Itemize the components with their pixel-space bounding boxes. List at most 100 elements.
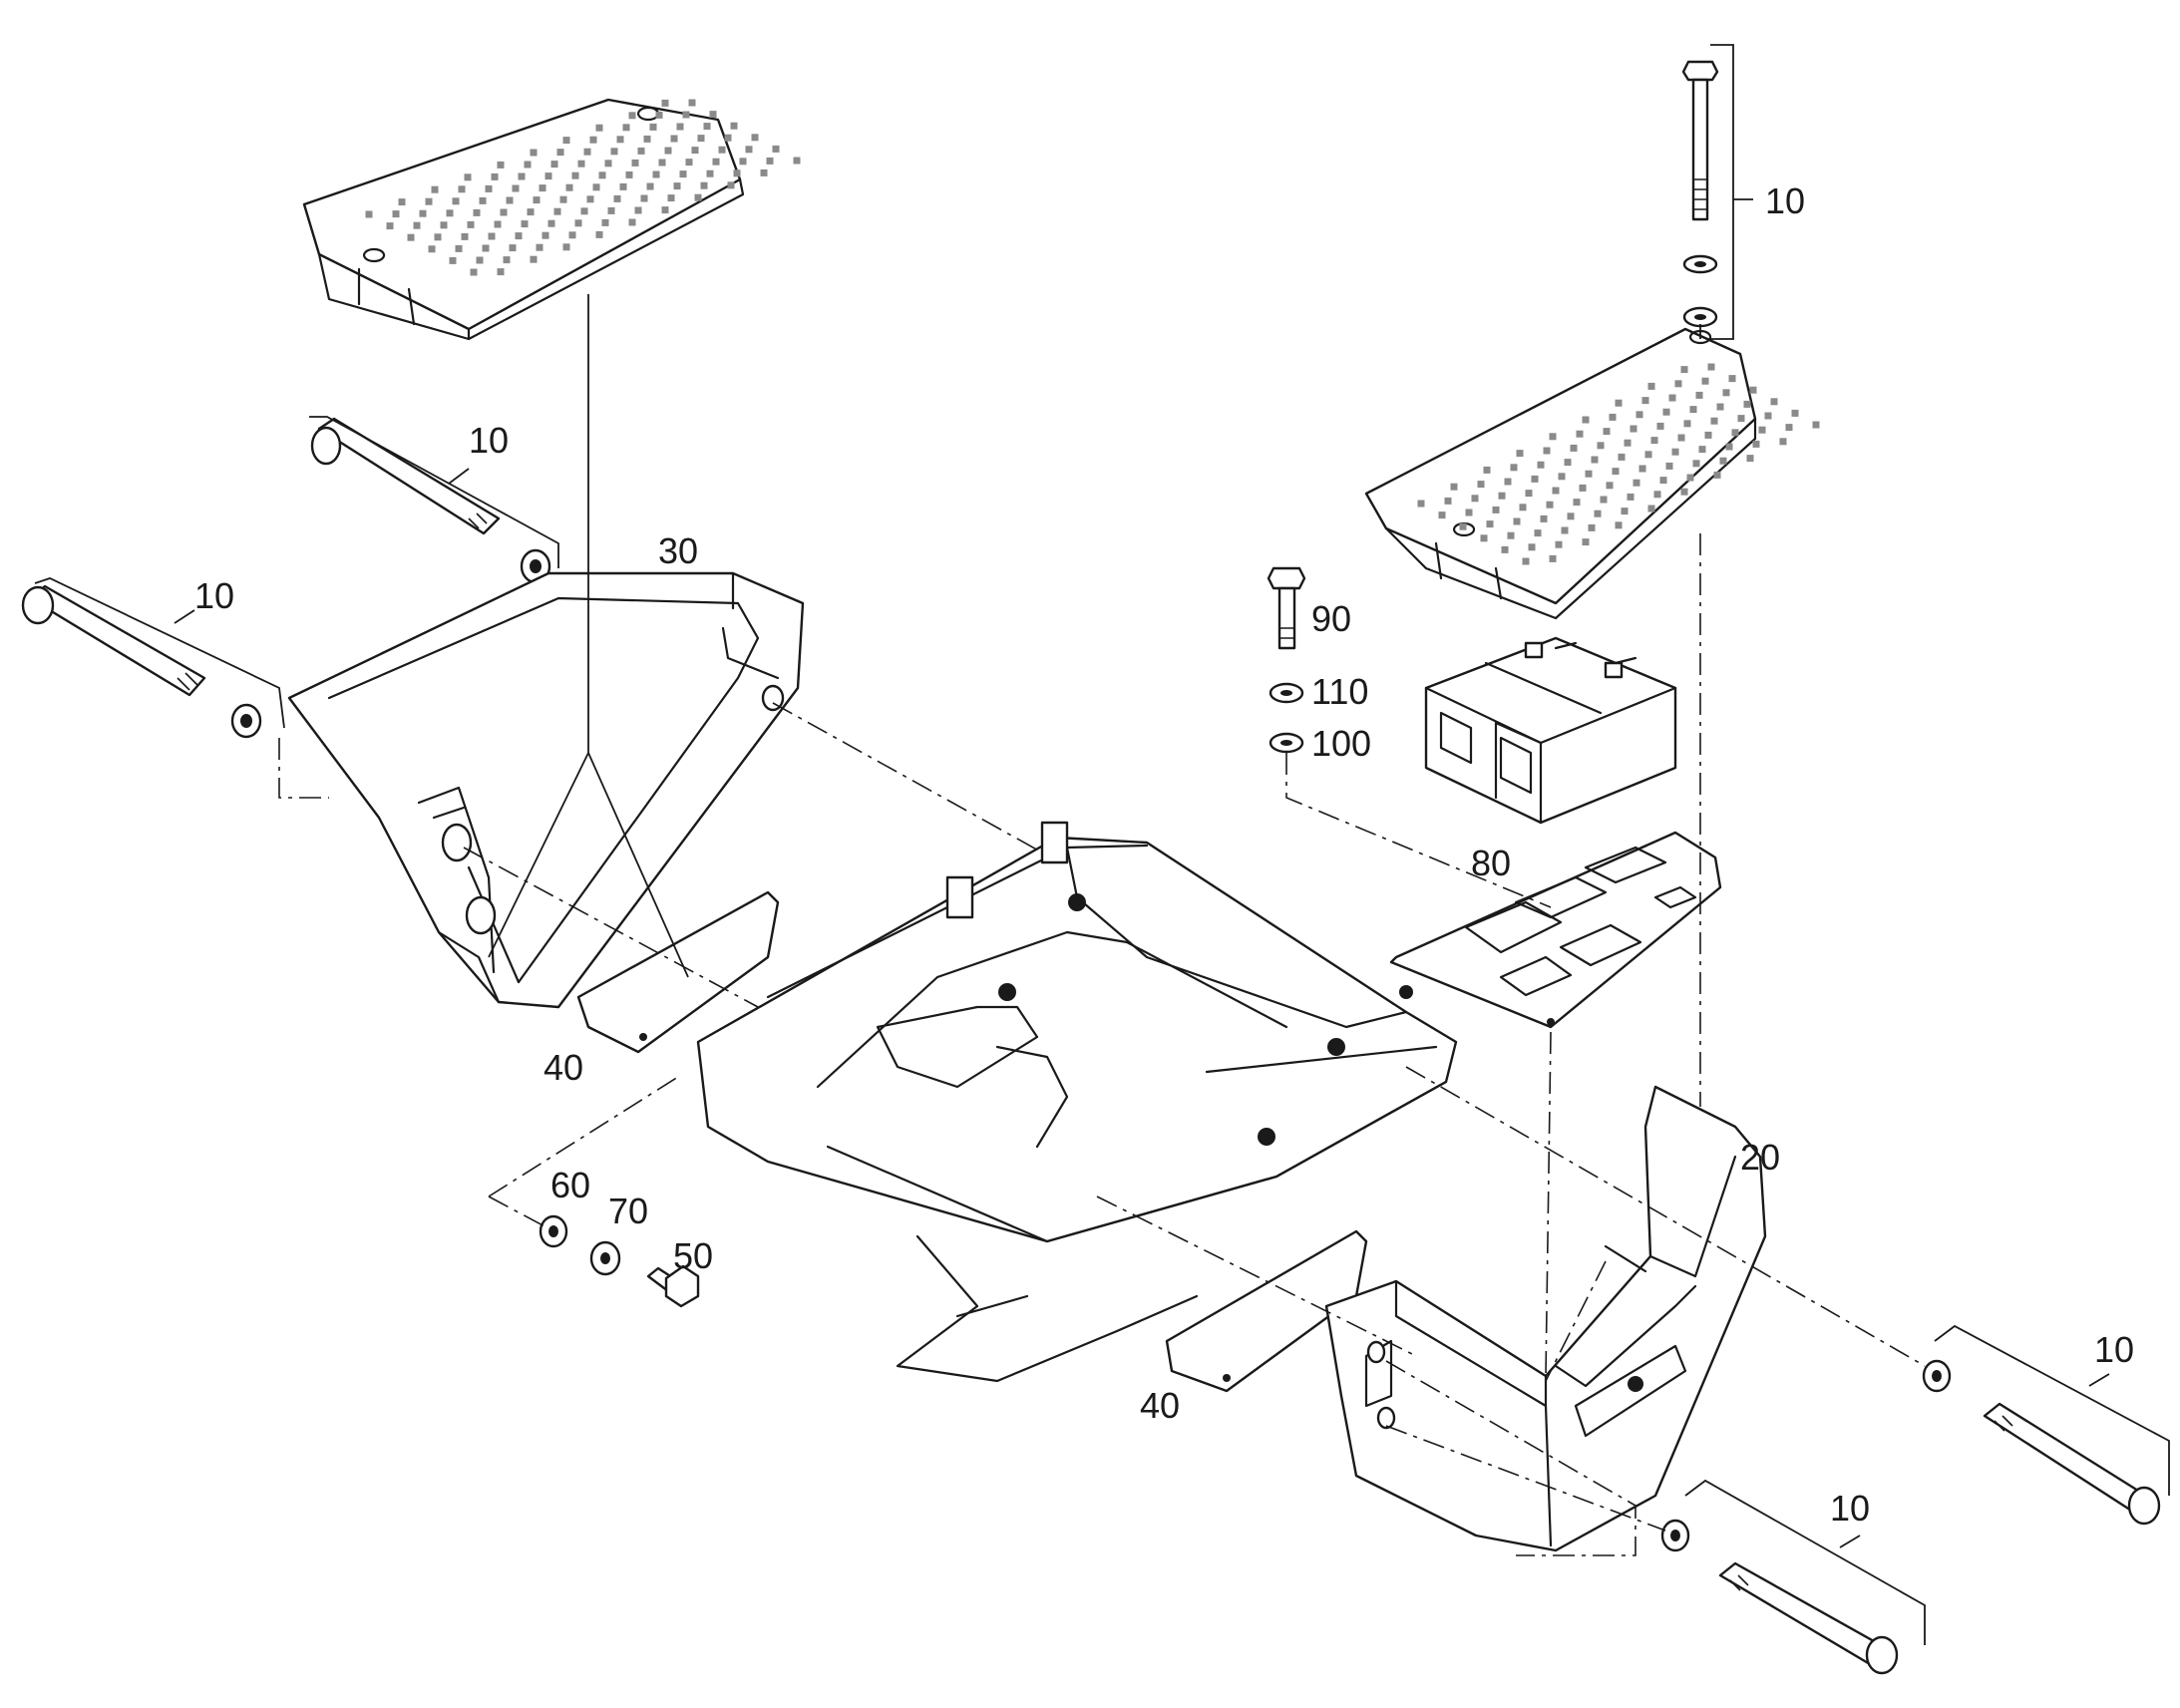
perforation-hole [682, 111, 690, 119]
perforation-hole [703, 123, 711, 131]
perforation-hole [1704, 431, 1712, 439]
perforation-hole [685, 159, 693, 167]
perforation-hole [1692, 460, 1700, 468]
perforation-hole [1627, 493, 1635, 501]
perforation-hole [700, 181, 708, 189]
perforation-hole [613, 194, 621, 202]
step-cover-right [1364, 327, 1820, 620]
perforation-hole [1609, 413, 1617, 421]
perforation-hole [1459, 522, 1467, 530]
perforation-hole [679, 171, 687, 178]
callout-40-bottom: 40 [1140, 1385, 1180, 1426]
perforation-hole [1597, 442, 1605, 450]
perforation-hole [625, 171, 633, 178]
perforation-hole [1471, 495, 1479, 503]
perforation-hole [482, 244, 490, 252]
perforation-hole [1573, 499, 1581, 507]
chassis-frame [696, 821, 1458, 1383]
perforation-hole [1707, 363, 1715, 371]
callout-brackets [34, 44, 2170, 1645]
perforation-hole [1603, 428, 1611, 436]
callout-100: 100 [1311, 723, 1371, 764]
perforation-hole [628, 112, 636, 120]
perforation-hole [1635, 411, 1643, 419]
perforation-hole [503, 256, 511, 264]
perforation-hole [604, 160, 612, 168]
perforation-hole [494, 220, 502, 228]
perforation-hole [1561, 526, 1569, 534]
perforation-hole [1710, 417, 1718, 425]
perforation-hole [607, 206, 615, 214]
perforation-hole [431, 185, 439, 193]
perforation-hole [1719, 457, 1727, 465]
perforation-hole [1680, 366, 1688, 374]
perforation-hole [1615, 399, 1623, 407]
perforation-hole [709, 111, 717, 119]
perforation-hole [589, 136, 597, 144]
perforation-hole [1656, 422, 1664, 430]
perforation-hole [1465, 509, 1473, 516]
perforation-hole [500, 208, 508, 216]
perforation-hole [1540, 514, 1548, 522]
perforation-hole [676, 123, 684, 131]
perforation-hole [1450, 483, 1458, 491]
callout-60: 60 [550, 1165, 590, 1205]
perforation-hole [1417, 500, 1425, 508]
perforation-hole [661, 99, 669, 107]
callout-70: 70 [608, 1191, 648, 1231]
perforation-hole [652, 171, 660, 178]
perforation-hole [1779, 438, 1787, 446]
perforation-hole [476, 256, 484, 264]
perforation-hole [365, 210, 373, 218]
perforation-hole [697, 135, 705, 143]
perforation-hole [580, 207, 588, 215]
perforation-hole [1513, 517, 1521, 525]
perforation-hole [1531, 475, 1539, 483]
perforation-hole [428, 245, 436, 253]
perforation-hole [568, 231, 576, 239]
perforation-hole [670, 135, 678, 143]
perforation-hole [1653, 491, 1661, 499]
perforation-hole [598, 171, 606, 179]
perforation-hole [1588, 523, 1596, 531]
perforation-hole [1746, 455, 1754, 463]
perforation-hole [1668, 394, 1676, 402]
callout-10-right: 10 [2094, 1329, 2134, 1370]
perforation-hole [661, 206, 669, 214]
perforation-hole [1644, 451, 1652, 459]
perforation-hole [455, 244, 463, 252]
perforation-hole [718, 146, 726, 154]
perforation-hole [1480, 534, 1488, 542]
perforation-hole [1647, 505, 1655, 512]
callout-50: 50 [673, 1235, 713, 1276]
perforation-hole [619, 182, 627, 190]
perforation-hole [643, 135, 651, 143]
perforation-hole [497, 268, 505, 276]
perforation-hole [413, 221, 421, 229]
perforation-hole [1516, 450, 1524, 458]
perforation-hole [649, 123, 657, 131]
perforation-hole [1549, 554, 1557, 562]
perforation-hole [706, 170, 714, 177]
perforation-hole [485, 184, 493, 192]
washer-100 [1269, 732, 1304, 754]
perforation-hole [1555, 540, 1563, 548]
perforation-hole [1585, 470, 1593, 478]
perforation-hole [1647, 382, 1655, 390]
callout-10-bottom-right: 10 [1830, 1488, 1870, 1529]
perforation-hole [1725, 443, 1733, 451]
perforation-hole [407, 233, 415, 241]
perforation-hole [658, 159, 666, 167]
perforation-hole [1567, 512, 1575, 520]
callout-10-upper-left: 10 [469, 420, 509, 461]
callout-110: 110 [1311, 671, 1368, 712]
callout-labels: 10 10 10 30 90 110 100 80 40 20 60 70 50… [194, 180, 2134, 1529]
perforation-hole [1749, 386, 1757, 394]
perforation-hole [425, 197, 433, 205]
perforation-hole [1638, 465, 1646, 473]
perforation-hole [724, 134, 732, 142]
solid-leaders [488, 294, 1701, 978]
perforation-hole [550, 161, 558, 169]
perforation-hole [601, 218, 609, 226]
